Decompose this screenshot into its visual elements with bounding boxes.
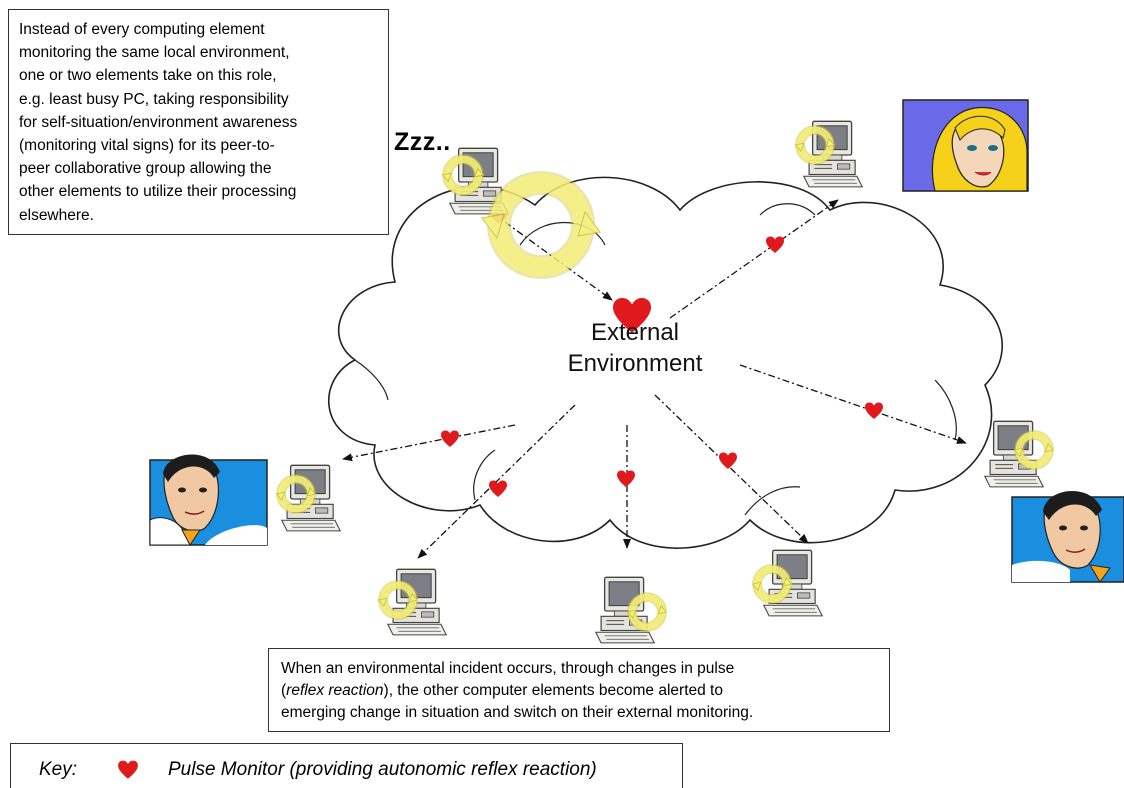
arrow-to-right-pc: [739, 364, 967, 444]
monitoring-ring-icon: [628, 597, 667, 627]
top-note-line: for self-situation/environment awareness: [19, 113, 298, 131]
computer-bottom-right: [753, 549, 823, 617]
bottom-note-line1: When an environmental incident occurs, t…: [281, 660, 735, 677]
arrow-to-bottom-right-pc: [654, 394, 809, 544]
key-description: Pulse Monitor (providing autonomic refle…: [168, 759, 597, 780]
top-note-line: Instead of every computing element: [19, 21, 265, 38]
legend-key: Key: Pulse Monitor (providing autonomic …: [10, 743, 683, 788]
top-note-line: peer collaborative group allowing the: [19, 160, 272, 178]
man-portrait-right-icon: [1011, 491, 1124, 583]
computer-bottom-center: [595, 576, 667, 644]
top-note-line: monitoring the same local environment,: [19, 44, 290, 62]
heart-icon: [118, 760, 138, 779]
computer-bottom-left: [379, 568, 447, 636]
reflex-reaction-term: reflex reaction: [286, 682, 384, 699]
top-note-line: other elements to utilize their processi…: [19, 183, 297, 201]
arrow-to-bottom-left-pc: [417, 404, 576, 559]
computer-icon: [763, 549, 823, 617]
bottom-explanation-box: When an environmental incident occurs, t…: [268, 648, 890, 732]
top-note-line: (monitoring vital signs) for its peer-to…: [19, 137, 275, 155]
key-label: Key:: [39, 759, 78, 780]
top-note-line: e.g. least busy PC, taking responsibilit…: [19, 90, 289, 108]
top-note-line: one or two elements take on this role,: [19, 67, 277, 85]
top-explanation-box: Instead of every computing element monit…: [8, 9, 389, 235]
woman-portrait-icon: [902, 99, 1029, 192]
bottom-note-line2: (reflex reaction), the other computer el…: [281, 680, 877, 702]
external-environment-cloud: [328, 176, 1003, 549]
external-environment-label-line1: External: [590, 319, 680, 346]
top-note-line: elsewhere.: [19, 206, 94, 224]
monitoring-ring-icon: [481, 171, 601, 279]
bottom-note-paren: (: [281, 682, 287, 699]
monitoring-ring-icon: [1015, 435, 1054, 465]
arrow-to-left-pc: [342, 424, 516, 462]
computer-right: [984, 420, 1054, 488]
arrow-to-top-right-pc: [669, 199, 839, 319]
man-portrait-left-icon: [149, 454, 268, 546]
sleep-label: Zzz..: [394, 128, 451, 156]
external-environment-label: External Environment: [535, 317, 735, 379]
computer-icon: [595, 576, 655, 644]
monitoring-ring-icon: [753, 569, 792, 599]
computer-left: [277, 464, 341, 532]
bottom-note-line3: emerging change in situation and switch …: [281, 704, 754, 721]
external-environment-label-line2: Environment: [567, 350, 703, 377]
monitoring-computer: [443, 147, 601, 279]
computer-top-right: [796, 120, 863, 188]
bottom-note-line2-rest: ), the other computer elements become al…: [383, 682, 723, 699]
